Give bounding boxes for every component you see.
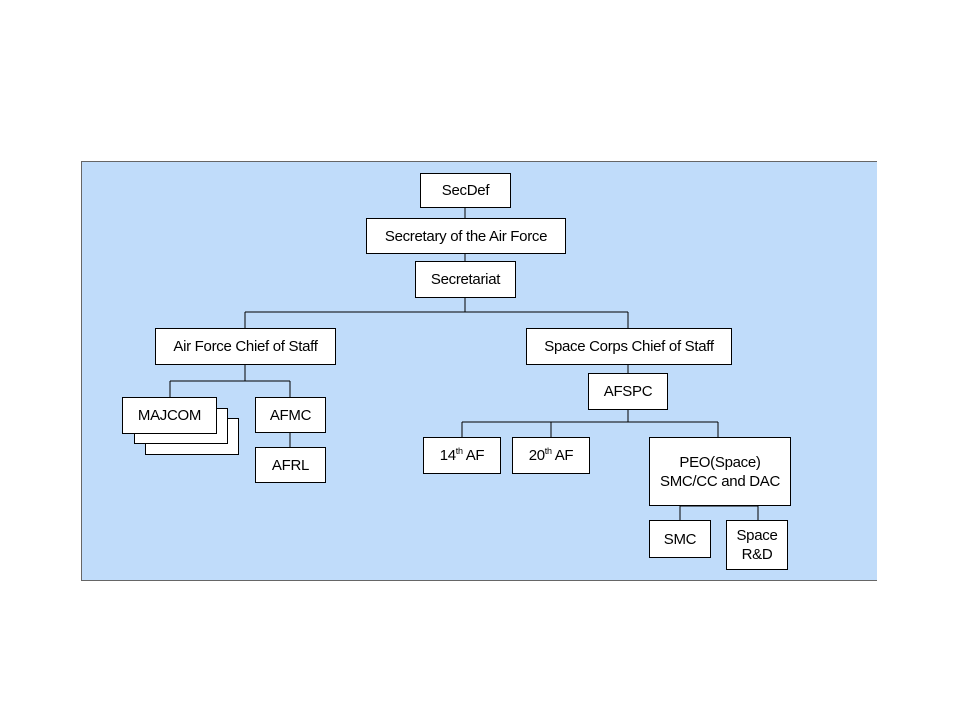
node-14th-af-label: 14th AF [439,446,485,465]
node-20th-af-label: 20th AF [528,446,574,465]
node-afmc-label: AFMC [269,406,312,424]
node-peo-space: PEO(Space) SMC/CC and DAC [649,437,791,506]
node-secretariat-label: Secretariat [430,271,501,288]
node-af-chief-of-staff-label: Air Force Chief of Staff [173,338,318,355]
node-afrl: AFRL [255,447,326,483]
node-secretariat: Secretariat [415,261,516,298]
node-20th-af: 20th AF [512,437,590,474]
node-14th-af: 14th AF [423,437,501,474]
node-secretary-air-force: Secretary of the Air Force [366,218,566,254]
node-space-rd-label-line2: R&D [741,546,773,563]
node-space-rd: Space R&D [726,520,788,570]
node-af-chief-of-staff: Air Force Chief of Staff [155,328,336,365]
node-majcom-label: MAJCOM [137,407,202,424]
node-space-rd-label-line1: Space [736,527,778,544]
node-secdef: SecDef [420,173,511,208]
node-majcom: MAJCOM [122,397,217,434]
node-peo-space-label-line2: SMC/CC and DAC [660,472,780,490]
node-afspc: AFSPC [588,373,668,410]
node-space-corps-chief-of-staff-label: Space Corps Chief of Staff [544,338,714,355]
node-smc-label: SMC [663,530,697,548]
node-afmc: AFMC [255,397,326,433]
node-secdef-label: SecDef [441,182,490,199]
node-afrl-label: AFRL [271,456,310,474]
node-secretary-air-force-label: Secretary of the Air Force [384,227,548,245]
node-space-corps-chief-of-staff: Space Corps Chief of Staff [526,328,732,365]
node-afspc-label: AFSPC [603,383,653,400]
node-peo-space-label-line1: PEO(Space) [679,453,761,471]
node-smc: SMC [649,520,711,558]
